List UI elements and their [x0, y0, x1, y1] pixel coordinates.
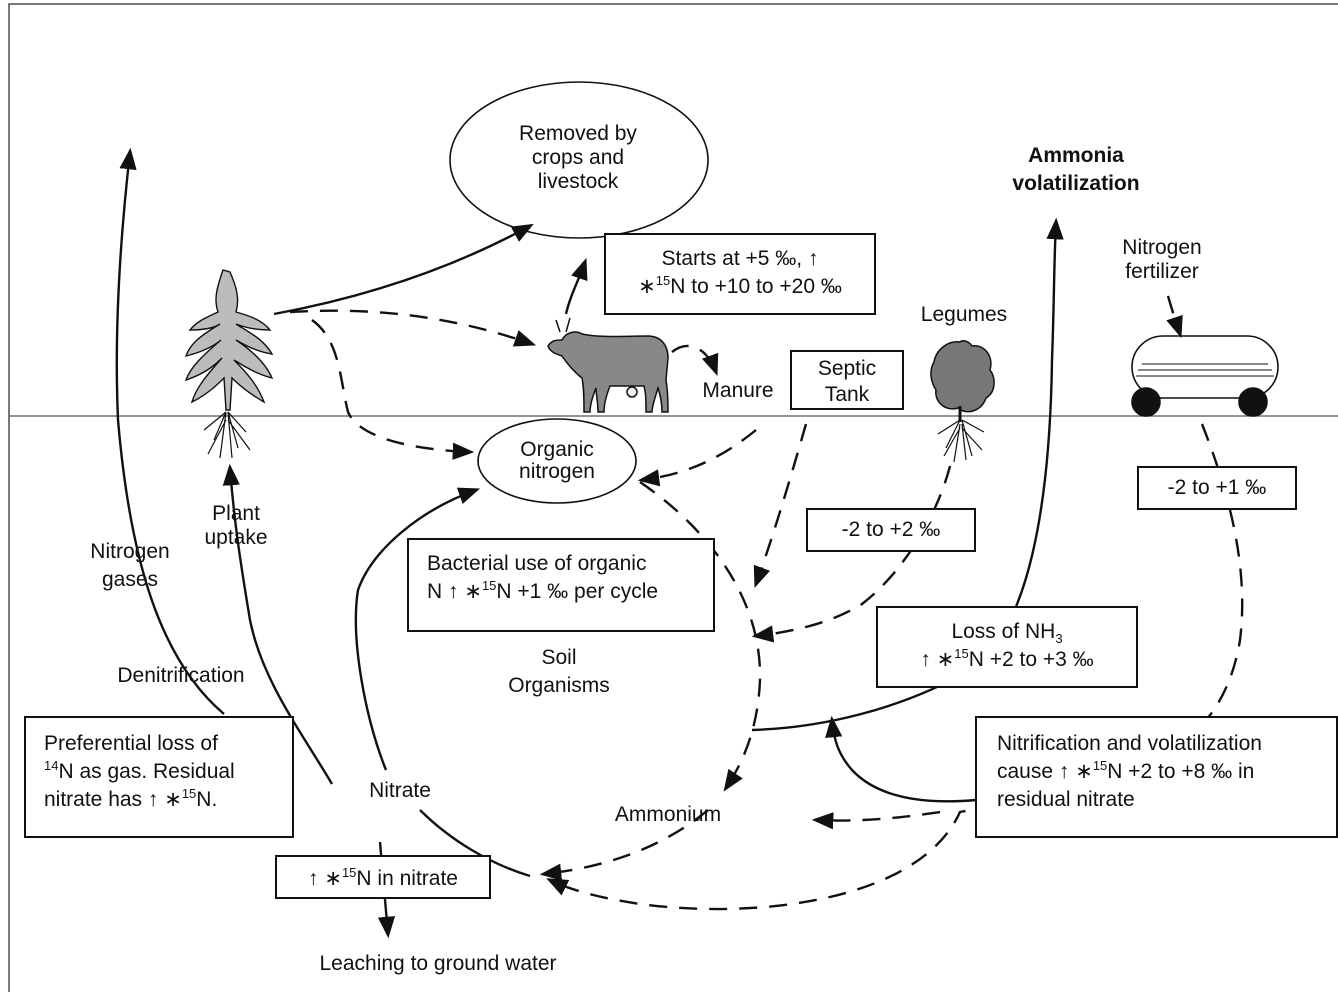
nitrate-to-organic-arrow	[354, 487, 481, 771]
nitrification-box: Nitrification and volatilization cause ↑…	[975, 716, 1338, 838]
removed-label: Removed by crops and livestock	[519, 122, 637, 193]
nitrogen-gases-label: Nitrogen gases	[90, 540, 170, 591]
nitrate-label: Nitrate	[369, 779, 431, 802]
manure-to-organic-arrow	[637, 429, 757, 487]
diagram-frame	[8, 3, 1338, 992]
nitrate-up-box: ↑ ∗15N in nitrate	[275, 855, 491, 899]
cow-to-manure-arrow	[671, 344, 719, 377]
nitrate-to-ammonia-curve	[419, 809, 531, 878]
plant-to-crops-arrow	[273, 223, 534, 316]
fertilizer-tank-icon	[1131, 335, 1279, 417]
ammonia-volatilization-arrow	[751, 217, 1064, 732]
plant-uptake-arrow	[222, 463, 334, 785]
legume-icon	[930, 340, 995, 463]
soil-to-ammonium-arrow	[811, 810, 941, 830]
organic-nitrogen-label: Organic nitrogen	[519, 438, 595, 483]
organic-to-ammonium-arrow	[639, 481, 762, 792]
ammonium-to-nitrate-arrow	[539, 809, 709, 881]
nitrogen-gases-arrow	[115, 147, 225, 715]
plant-to-organic-arrow	[311, 319, 475, 460]
manure-isotope-box: Starts at +5 ‰, ↑ ∗15N to +10 to +20 ‰	[604, 233, 876, 315]
nitrogen-fertilizer-label: Nitrogen fertilizer	[1122, 236, 1202, 283]
manure-label: Manure	[702, 379, 774, 402]
legume-range-box: -2 to +2 ‰	[806, 508, 976, 552]
septic-to-soil-arrow	[753, 423, 808, 589]
leaching-label: Leaching to ground water	[319, 952, 557, 975]
ammonium-label: Ammonium	[614, 803, 722, 826]
legumes-label: Legumes	[920, 303, 1008, 326]
preferential-loss-box: Preferential loss of 14N as gas. Residua…	[24, 716, 294, 838]
fertilizer-range-box: -2 to +1 ‰	[1137, 466, 1297, 510]
nh3-loss-box: Loss of NH3 ↑ ∗15N +2 to +3 ‰	[876, 606, 1138, 688]
plant-uptake-label: Plant uptake	[204, 502, 268, 549]
removed-ellipse	[449, 81, 709, 239]
fertilizer-to-tank-arrow	[1166, 295, 1183, 339]
septic-tank-box: Septic Tank	[790, 350, 904, 410]
ammonia-volatilization-label: Ammonia volatilization	[1012, 144, 1140, 195]
plant-to-cow-arrow	[289, 309, 537, 347]
soil-organisms-label: Soil Organisms	[508, 646, 610, 697]
cow-to-crops-arrow	[564, 257, 588, 315]
cow-icon	[547, 317, 669, 413]
nitrification-arrow	[825, 715, 977, 803]
plant-icon	[184, 269, 274, 459]
organic-nitrogen-ellipse	[477, 418, 637, 504]
denitrification-label: Denitrification	[117, 664, 245, 687]
bacterial-box: Bacterial use of organic N ↑ ∗15N +1 ‰ p…	[407, 538, 715, 632]
